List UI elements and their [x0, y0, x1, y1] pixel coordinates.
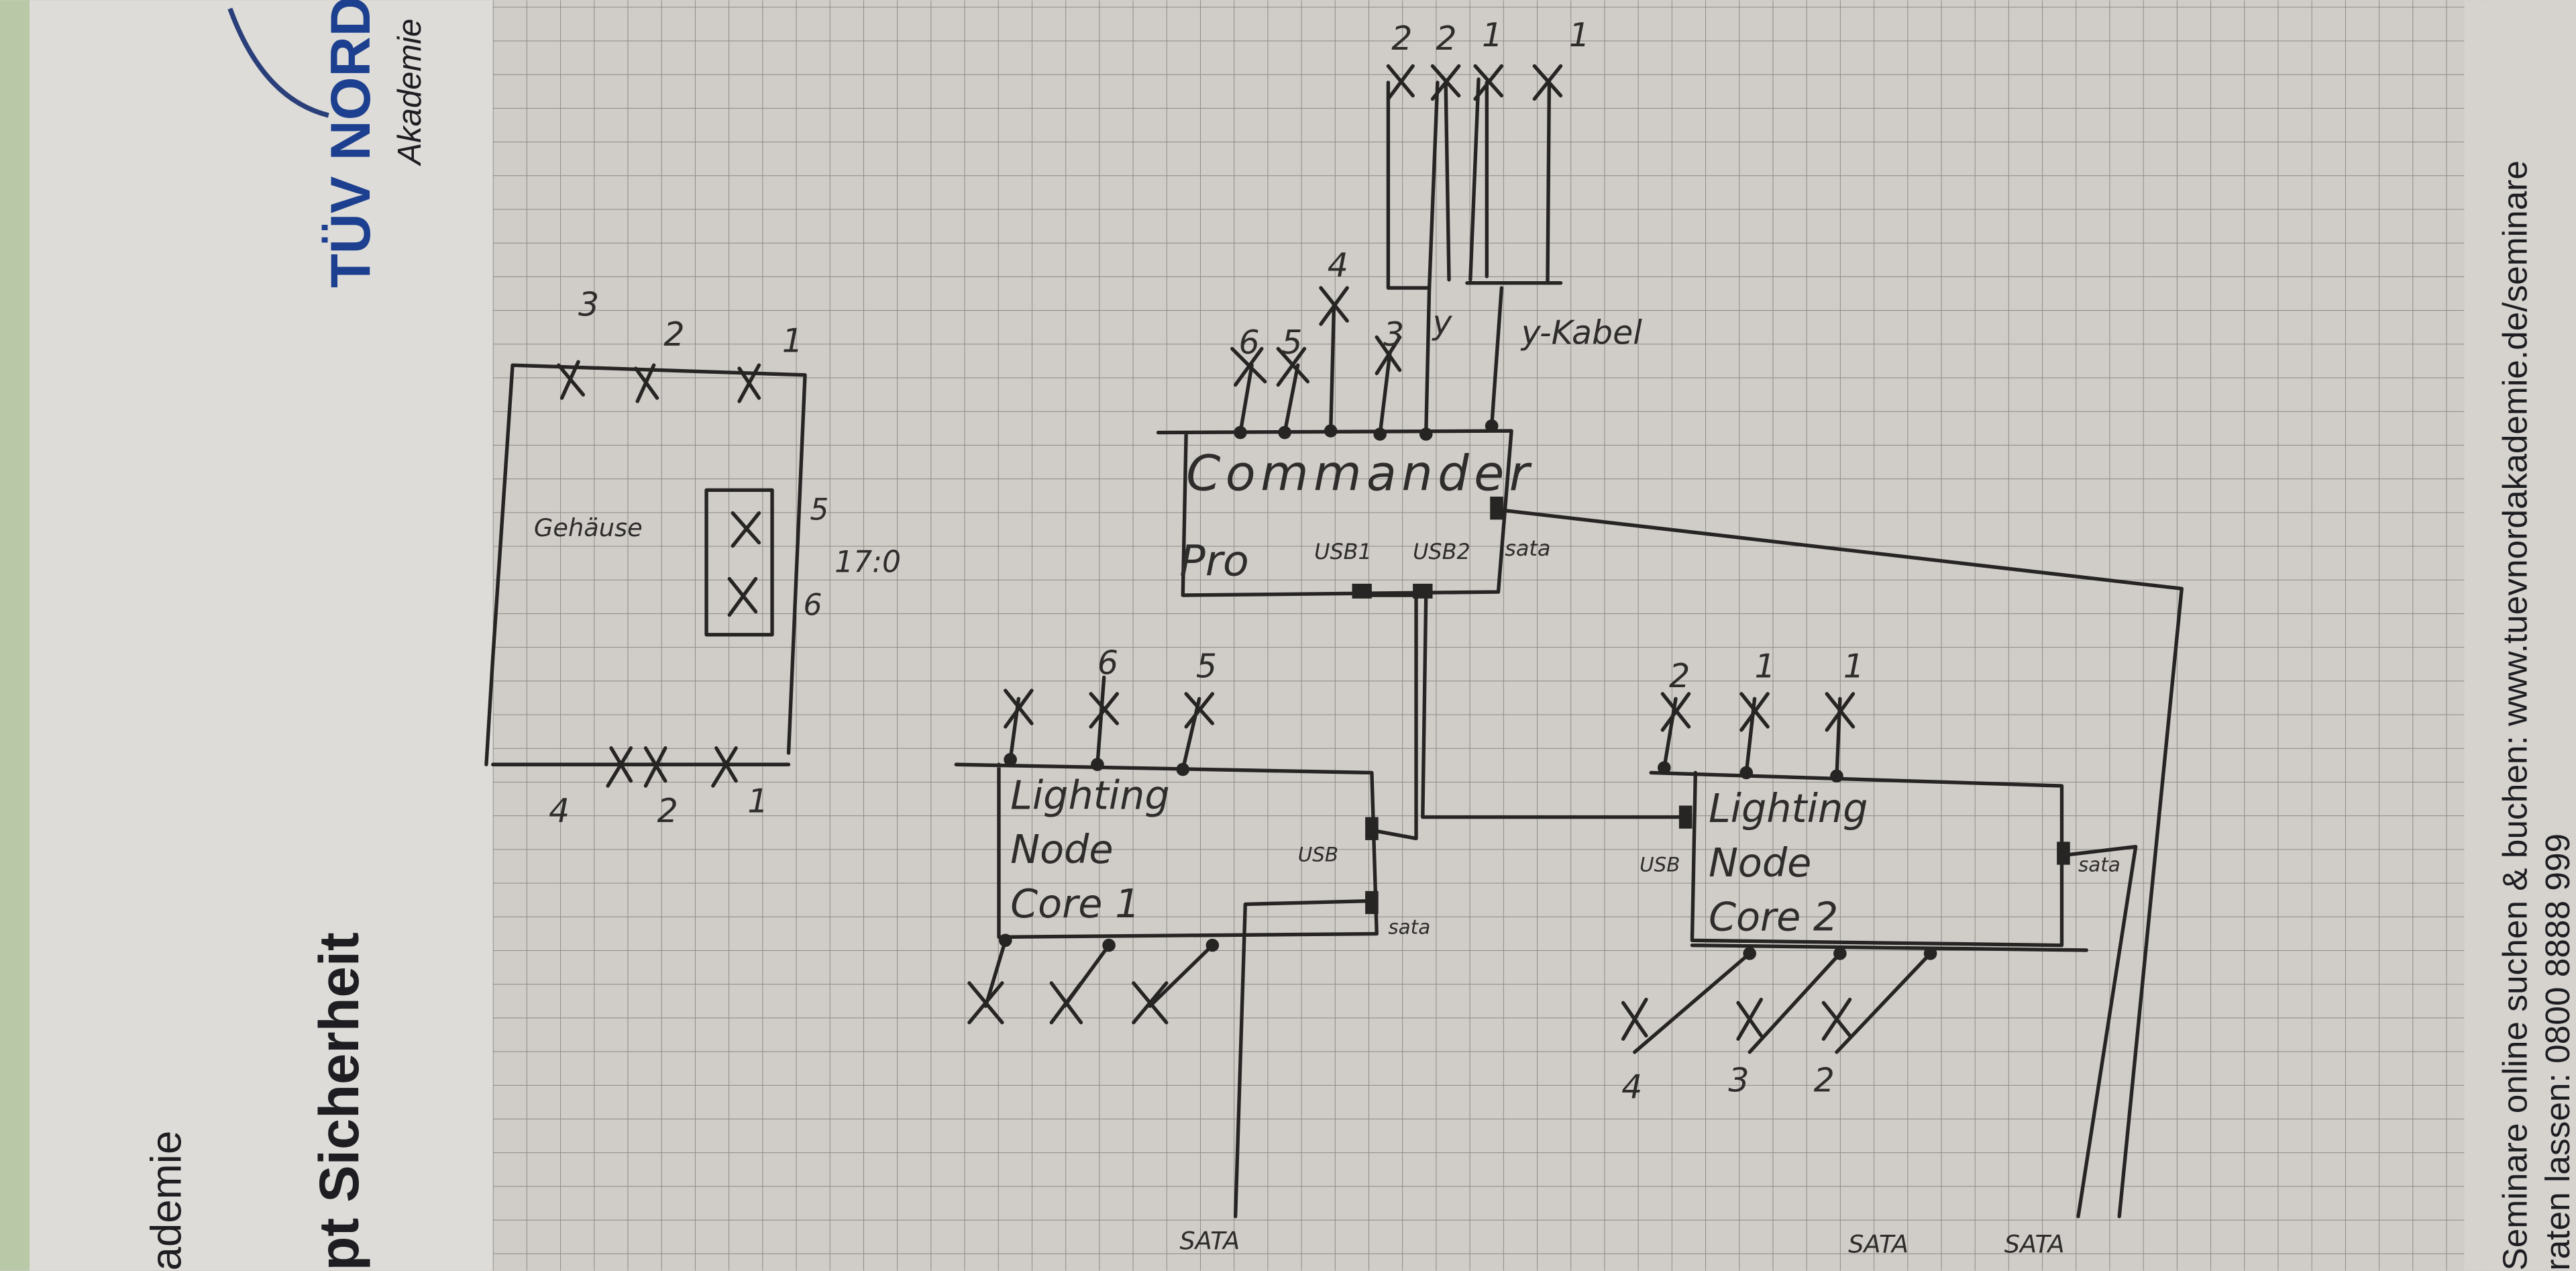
commander-pro: Commander Pro USB1 USB2 sata 6 5 4 3 y y…	[1156, 16, 1642, 599]
left-subheading: ademie	[142, 1131, 190, 1271]
fan-number: 5	[1281, 323, 1302, 362]
y-cable-label: y-Kabel	[1520, 313, 1642, 352]
node1-sata-cable-label: SATA	[1179, 1227, 1240, 1256]
node2-top-number: 2	[1669, 657, 1690, 695]
fan-number: 6	[1239, 323, 1260, 362]
node1-title-line1: Lighting	[1010, 772, 1170, 818]
node1-usb-label: USB	[1298, 844, 1338, 866]
node2-sata-cable-label: SATA	[1848, 1230, 1909, 1259]
port-usb1-label: USB1	[1314, 539, 1372, 564]
node2-usb-label: USB	[1640, 853, 1680, 876]
port-sata-label: sata	[1505, 536, 1550, 561]
printed-paper-strip	[30, 0, 506, 1271]
case-label: Gehäuse	[534, 513, 643, 542]
node2-title-line2: Node	[1709, 840, 1811, 886]
port-usb2-label: USB2	[1413, 539, 1470, 564]
background-notebook-edge	[0, 0, 33, 1271]
top-number: 1	[1482, 16, 1503, 54]
node2-bottom-number: 3	[1728, 1062, 1749, 1100]
case-bottom-number: 4	[549, 792, 570, 830]
logo-brand: TÜV NORD	[319, 0, 382, 288]
node1-top-number: 5	[1196, 647, 1217, 685]
top-number: 2	[1391, 19, 1412, 58]
node2-bottom-number: 2	[1814, 1062, 1835, 1100]
logo-arc-icon	[227, 7, 329, 118]
node2-title-line3: Core 2	[1709, 894, 1838, 940]
lighting-node-core-1: Lighting Node Core 1 USB sata 6 5 SATA	[954, 593, 1430, 1256]
node1-title-line2: Node	[1010, 826, 1113, 872]
commander-sata-cable-label: SATA	[2004, 1230, 2065, 1259]
logo-sub: Akademie	[392, 19, 428, 167]
fan-number: 3	[1383, 315, 1404, 354]
fan-number: 4	[1328, 246, 1348, 285]
commander-title: Commander	[1186, 445, 1534, 502]
top-number: 1	[1569, 16, 1590, 54]
lighting-node-core-2: Lighting Node Core 2 USB sata 2 1 1 4 3 …	[1421, 507, 2184, 1259]
commander-subtitle: Pro	[1179, 537, 1249, 587]
case-side-number: 5	[810, 493, 828, 527]
top-number: 2	[1436, 19, 1456, 58]
node2-bottom-number: 4	[1621, 1068, 1642, 1106]
node2-top-number: 1	[1755, 647, 1776, 685]
node1-top-number: 6	[1097, 644, 1118, 682]
node1-sata-label: sata	[1388, 915, 1430, 938]
case-bottom-number: 1	[747, 782, 768, 820]
footer-line-2: raten lassen: 0800 8888 999	[2538, 833, 2576, 1271]
case-top-number: 2	[663, 315, 684, 354]
node2-top-number: 1	[1843, 647, 1864, 685]
paper-margin	[2464, 0, 2576, 1271]
left-heading: pt Sicherheit	[308, 932, 370, 1270]
case-bottom-number: 2	[657, 792, 678, 830]
case-top-number: 1	[782, 322, 803, 360]
node2-title-line1: Lighting	[1709, 785, 1868, 831]
case-side-note: 17:0	[835, 546, 901, 580]
fan-number: y	[1432, 304, 1453, 342]
footer-line-1: Seminare online suchen & buchen: www.tue…	[2496, 160, 2534, 1271]
node2-sata-label: sata	[2078, 853, 2121, 876]
node1-title-line3: Core 1	[1010, 880, 1140, 927]
case-box: Gehäuse 3 2 1 4 2 1 5 6 17:0	[484, 286, 901, 830]
case-side-number: 6	[804, 588, 822, 622]
case-top-number: 3	[578, 286, 599, 324]
